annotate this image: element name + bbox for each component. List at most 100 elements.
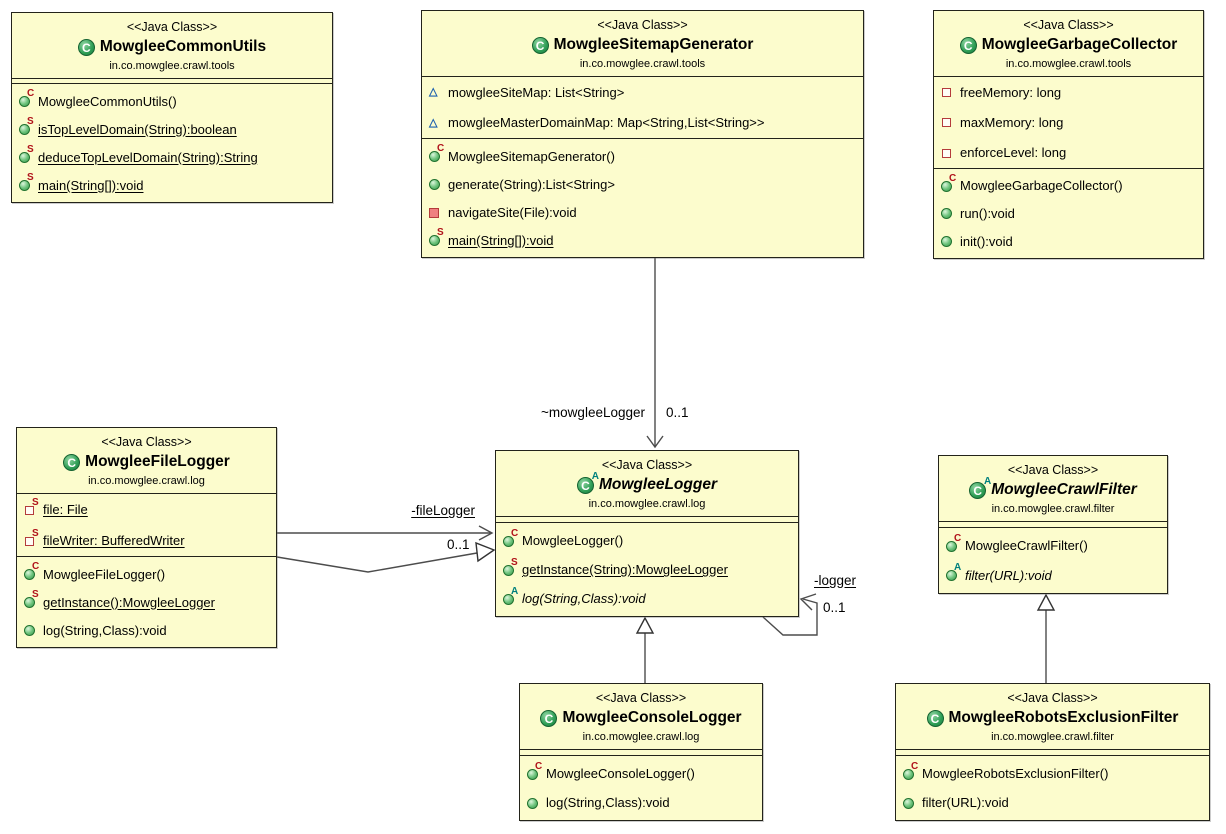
member-label: mowgleeSiteMap: List<String> xyxy=(448,84,625,100)
public-method-icon: C xyxy=(903,761,918,780)
multiplicity-label: 0..1 xyxy=(666,405,689,420)
public-method-icon xyxy=(527,797,540,809)
public-method-icon: C xyxy=(24,562,39,580)
member-label: fileWriter: BufferedWriter xyxy=(43,533,185,548)
member-label: file: File xyxy=(43,502,88,517)
static-marker: S xyxy=(32,496,39,508)
class-header: <<Java Class>> C MowgleeSitemapGenerator… xyxy=(422,11,863,77)
generalization-consolelogger-to-logger[interactable] xyxy=(635,616,655,683)
field-row: maxMemory: long xyxy=(941,115,1196,130)
class-box-mowgleegarbagecollector[interactable]: <<Java Class>> C MowgleeGarbageCollector… xyxy=(933,10,1204,259)
role-label: -logger xyxy=(814,573,857,588)
class-name: MowgleeRobotsExclusionFilter xyxy=(948,709,1179,726)
constructor-marker: C xyxy=(954,532,962,544)
method-row: generate(String):List<String> xyxy=(429,177,856,192)
static-marker: S xyxy=(27,172,34,183)
package-field-icon xyxy=(429,86,442,98)
constructor-marker: C xyxy=(511,527,519,539)
private-field-icon: S xyxy=(24,528,39,547)
abstract-marker: A xyxy=(591,470,599,482)
static-marker: S xyxy=(511,556,518,568)
class-box-mowgleefilelogger[interactable]: <<Java Class>> C MowgleeFileLogger in.co… xyxy=(16,427,277,648)
class-icon-letter: C xyxy=(930,711,940,726)
association-filelogger-to-logger[interactable] xyxy=(277,525,494,541)
member-label: filter(URL):void xyxy=(922,795,1009,810)
public-method-icon xyxy=(429,178,442,190)
public-method-icon: S xyxy=(19,117,34,135)
class-header: <<Java Class>> C MowgleeCommonUtils in.c… xyxy=(12,13,332,79)
self-association-logger[interactable] xyxy=(762,593,818,636)
constructor-marker: C xyxy=(437,143,445,154)
static-marker: S xyxy=(27,116,34,127)
abstract-marker: A xyxy=(511,585,519,597)
generalization-robotsexclusionfilter-to-crawlfilter[interactable] xyxy=(1036,593,1056,683)
class-box-mowgleesitemapgenerator[interactable]: <<Java Class>> C MowgleeSitemapGenerator… xyxy=(421,10,864,258)
package-name: in.co.mowglee.crawl.filter xyxy=(991,503,1115,515)
public-method-icon: C xyxy=(19,89,34,107)
association-sitemapgenerator-to-logger[interactable] xyxy=(646,258,664,449)
class-name: MowgleeSitemapGenerator xyxy=(553,36,754,53)
class-header: <<Java Class>> C MowgleeGarbageCollector… xyxy=(934,11,1203,77)
stereotype-label: <<Java Class>> xyxy=(595,691,687,705)
member-label: MowgleeCrawlFilter() xyxy=(965,538,1088,554)
multiplicity-label: 0..1 xyxy=(447,537,470,552)
fields-compartment xyxy=(896,750,1209,756)
member-label: maxMemory: long xyxy=(960,114,1064,130)
public-method-icon: C xyxy=(503,528,518,547)
class-icon-letter: C xyxy=(535,38,545,53)
class-box-mowgleeconsolelogger[interactable]: <<Java Class>> C MowgleeConsoleLogger in… xyxy=(519,683,763,821)
static-marker: S xyxy=(32,589,39,600)
stereotype-label: <<Java Class>> xyxy=(126,20,218,34)
class-icon: C xyxy=(540,709,558,727)
class-box-mowgleecommonutils[interactable]: <<Java Class>> C MowgleeCommonUtils in.c… xyxy=(11,12,333,203)
stereotype-label: <<Java Class>> xyxy=(1007,691,1098,705)
member-label: main(String[]):void xyxy=(38,177,144,193)
member-label: log(String,Class):void xyxy=(522,591,646,606)
static-marker: S xyxy=(32,527,39,539)
public-method-icon: S xyxy=(503,557,518,576)
method-row: init():void xyxy=(941,234,1196,249)
package-name: in.co.mowglee.crawl.tools xyxy=(109,60,235,72)
class-name: MowgleeGarbageCollector xyxy=(981,36,1178,53)
class-icon-letter: C xyxy=(82,40,91,55)
member-label: getInstance(String):MowgleeLogger xyxy=(522,562,728,577)
member-label: deduceTopLevelDomain(String):String xyxy=(38,149,258,165)
private-field-icon: S xyxy=(24,497,39,516)
stereotype-label: <<Java Class>> xyxy=(601,458,693,472)
class-name: MowgleeFileLogger xyxy=(85,453,230,470)
fields-compartment xyxy=(496,517,798,523)
private-field-icon xyxy=(941,147,954,159)
class-box-mowgleerobotsexclusionfilter[interactable]: <<Java Class>> C MowgleeRobotsExclusionF… xyxy=(895,683,1210,821)
public-method-icon xyxy=(903,797,916,809)
member-label: main(String[]):void xyxy=(448,232,554,248)
member-label: mowgleeMasterDomainMap: Map<String,List<… xyxy=(448,115,765,131)
public-method-icon: S xyxy=(19,173,34,191)
member-label: log(String,Class):void xyxy=(546,795,670,810)
public-method-icon: A xyxy=(503,586,518,605)
generalization-filelogger-to-logger[interactable] xyxy=(276,541,496,573)
field-row: freeMemory: long xyxy=(941,85,1196,100)
member-label: freeMemory: long xyxy=(960,84,1062,100)
constructor-marker: C xyxy=(27,88,35,99)
member-label: MowgleeLogger() xyxy=(522,533,624,548)
member-label: init():void xyxy=(960,233,1013,249)
fields-compartment xyxy=(12,79,332,84)
member-label: enforceLevel: long xyxy=(960,145,1067,161)
